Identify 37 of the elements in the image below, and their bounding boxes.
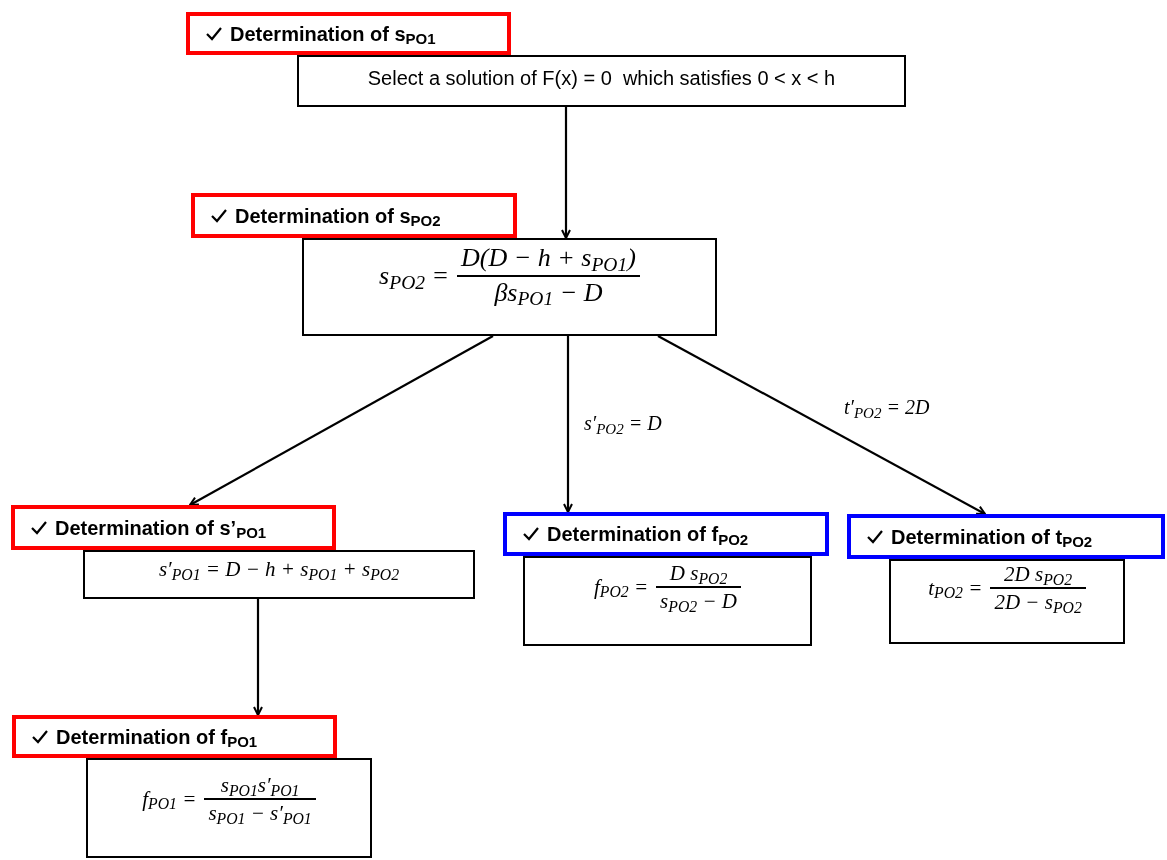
arrow (561, 107, 571, 239)
heading-box (191, 193, 517, 238)
numerator: D s$_{PO2}$ (668, 560, 729, 587)
heading-box (11, 505, 336, 550)
heading-box (503, 512, 829, 556)
heading-box (847, 514, 1165, 559)
formula-lhs: f$_{PO1}$ = (142, 785, 197, 815)
denominator: s$_{PO2}$ − D (659, 588, 738, 615)
heading-text: Determination of f$_{PO1}$ (56, 724, 258, 752)
heading-text: Determination of s$_{PO1}$ (230, 21, 436, 49)
denominator: s$_{PO1}$ − s′$_{PO1}$ (207, 800, 313, 827)
arrow (253, 599, 263, 716)
denominator: 2D − s$_{PO2}$ (993, 589, 1083, 616)
formula-lhs: f$_{PO2}$ = (593, 573, 649, 603)
heading-text: Determination of t$_{PO2}$ (891, 524, 1093, 552)
formula-box (83, 550, 475, 599)
arrow (189, 335, 494, 506)
text-box (297, 55, 906, 107)
instruction-text: Select a solution of F(x) = 0 which satisfies 0 < x < h (367, 66, 836, 91)
formula-box (302, 238, 717, 336)
formula-box (889, 559, 1125, 644)
numerator: D(D − h + s$_{PO1}$) (459, 242, 637, 275)
heading-box (12, 715, 337, 758)
heading-text: Determination of f$_{PO2}$ (547, 522, 749, 549)
numerator: s$_{PO1}$s′$_{PO1}$ (219, 772, 301, 799)
formula: s′$_{PO1}$ = D − h + s$_{PO1}$ + s$_{PO2}$ (158, 556, 400, 585)
heading-text: Determination of s’$_{PO1}$ (55, 515, 267, 543)
heading-text: Determination of s$_{PO2}$ (235, 203, 441, 231)
formula-lhs: s$_{PO2}$ = (379, 260, 450, 295)
arrow (657, 335, 986, 515)
formula-lhs: t$_{PO2}$ = (928, 574, 983, 604)
formula-box (86, 758, 372, 858)
denominator: βs$_{PO1}$ − D (493, 276, 604, 309)
formula-box (523, 556, 812, 646)
arrow (563, 336, 573, 513)
heading-box (186, 12, 511, 55)
numerator: 2D s$_{PO2}$ (1003, 561, 1074, 588)
